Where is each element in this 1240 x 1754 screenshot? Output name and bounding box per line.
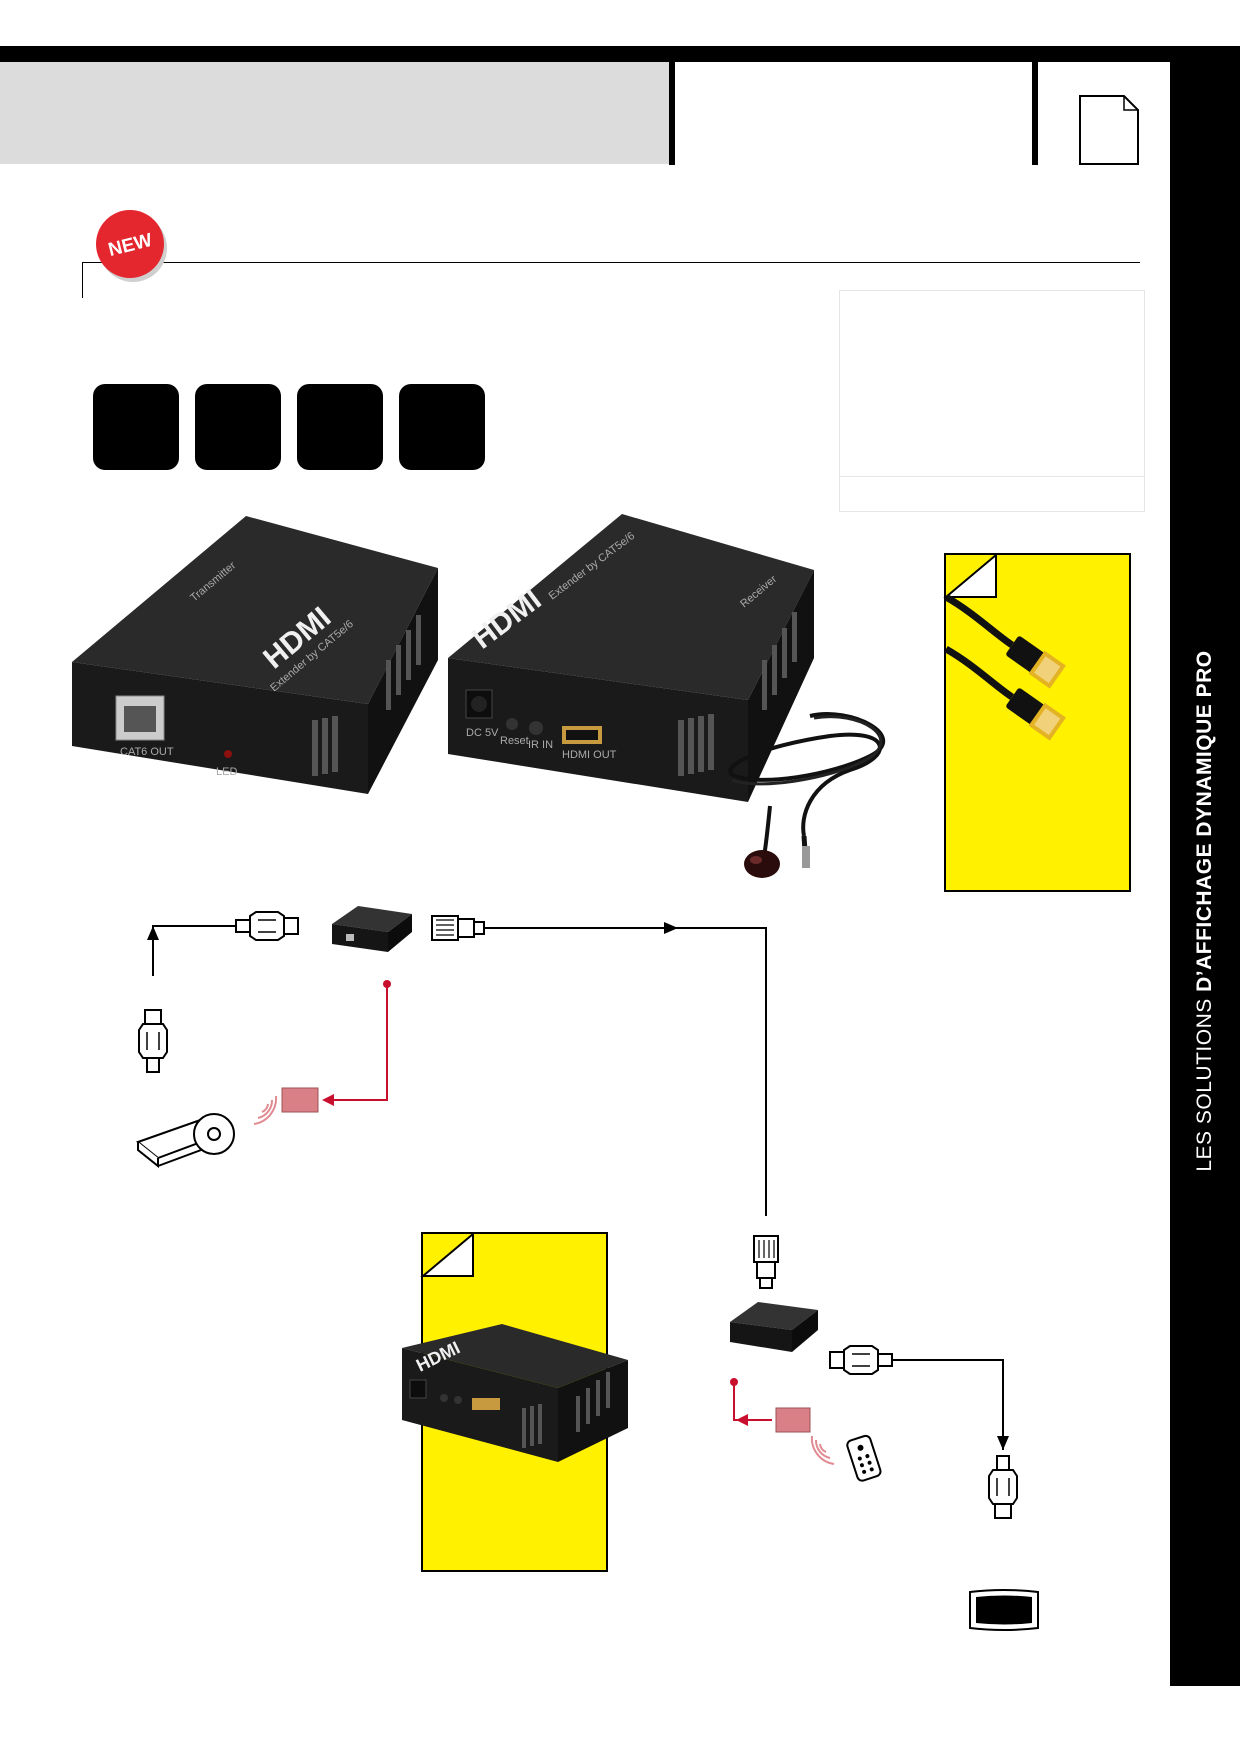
hdmi-plug-icon: [138, 1009, 168, 1073]
receiver-port-reset: Reset: [500, 735, 529, 747]
spec-icon-tile: [399, 384, 485, 470]
rj45-plug-icon: [431, 915, 485, 941]
hdmi-plug-icon: [235, 911, 299, 941]
transmitter-led: LED: [216, 766, 237, 778]
receiver-photo: HDMI Extender by CAT5e/6 Receiver DC 5V …: [448, 514, 814, 802]
header-title-panel: [0, 62, 669, 164]
ir-signal-icon: [253, 1095, 278, 1125]
receiver-port-dc: DC 5V: [466, 727, 499, 739]
receiver-small: [730, 1302, 818, 1352]
new-badge: NEW: [96, 210, 167, 282]
hdmi-plug-icon: [829, 1345, 893, 1375]
receiver-port-hdmi: HDMI OUT: [562, 749, 617, 761]
spec-box: [839, 290, 1145, 512]
document-icon: [1079, 95, 1139, 165]
connection-diagram: [135, 906, 1039, 1631]
tv-icon: [969, 1589, 1039, 1631]
sidebar-title: D’AFFICHAGE DYNAMIQUE PRO: [1193, 650, 1216, 992]
ir-signal-icon: [810, 1435, 835, 1465]
spec-icon-tile: [93, 384, 179, 470]
spec-icon-tile: [195, 384, 281, 470]
hdmi-plug-icon: [988, 1455, 1018, 1519]
spec-icon-tile: [297, 384, 383, 470]
receiver-port-ir: IR IN: [528, 739, 553, 751]
transmitter-photo: HDMI Extender by CAT5e/6 Transmitter CAT…: [72, 516, 438, 794]
section-rule: [82, 262, 1140, 263]
transmitter-small: [332, 906, 412, 952]
spec-box-divider: [839, 476, 1145, 477]
rj45-plug-icon: [753, 1235, 779, 1289]
sidebar-prefix: LES SOLUTIONS: [1193, 998, 1216, 1172]
receiver-closeup: HDMI: [402, 1231, 628, 1462]
top-bar: [0, 46, 1240, 62]
ir-eye-cable: [728, 712, 886, 878]
dvd-player-icon: [135, 1113, 235, 1169]
network-cable-icon: [943, 552, 1066, 741]
section-rule-tick: [82, 262, 83, 298]
sidebar: LES SOLUTIONS D’AFFICHAGE DYNAMIQUE PRO: [1170, 46, 1240, 1686]
ir-eye-icon: [744, 850, 780, 878]
remote-icon: [846, 1434, 882, 1482]
header-divider: [1032, 60, 1038, 165]
transmitter-port: CAT6 OUT: [120, 746, 174, 758]
header-divider: [669, 60, 675, 165]
